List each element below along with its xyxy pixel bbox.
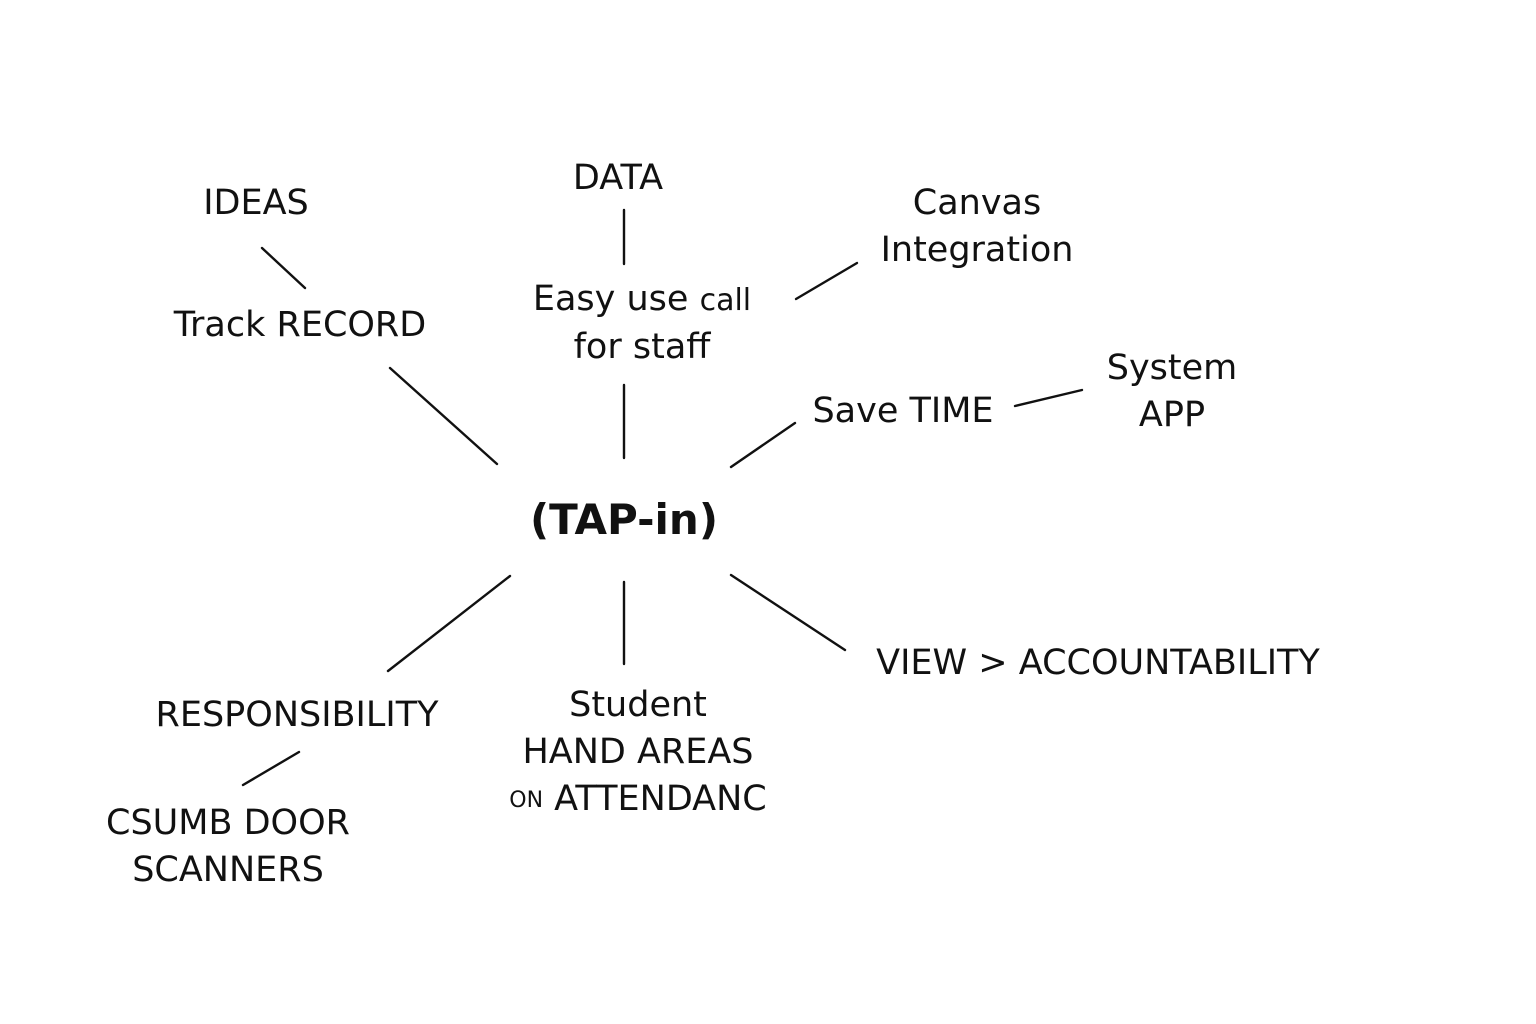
connector-save-time-center xyxy=(729,421,797,469)
hand-areas-text: HAND AREAS xyxy=(522,732,754,772)
node-save-time: Save TIME xyxy=(812,391,994,431)
node-canvas-integration: Canvas Integration xyxy=(862,180,1092,274)
easy-use-text: Easy use xyxy=(532,279,689,319)
node-system-app: System APP xyxy=(1092,345,1252,439)
connector-ideas-track-record xyxy=(260,246,307,290)
system-text: System xyxy=(1106,348,1238,388)
app-text: APP xyxy=(1138,395,1206,435)
canvas-text: Canvas xyxy=(912,183,1042,223)
node-track-record: Track RECORD xyxy=(173,305,427,345)
node-ideas: IDEAS xyxy=(203,183,309,223)
center-node-tap-in: (TAP-in) xyxy=(529,495,719,544)
connector-canvas-easy-use xyxy=(794,261,859,301)
connector-center-responsibility xyxy=(386,574,512,673)
node-easy-use-call: Easy use call for staff xyxy=(502,276,782,371)
for-staff-text: for staff xyxy=(573,327,711,367)
node-responsibility: RESPONSIBILITY xyxy=(155,695,439,735)
connector-responsibility-csumb xyxy=(241,750,301,787)
integration-text: Integration xyxy=(880,230,1074,270)
node-view-accountability: VIEW > ACCOUNTABILITY xyxy=(876,643,1320,683)
connector-track-record-center xyxy=(388,366,499,466)
node-csumb-door-scanners: CSUMB DOOR SCANNERS xyxy=(82,800,374,894)
scanners-text: SCANNERS xyxy=(132,850,324,890)
connector-center-view-accountability xyxy=(729,573,847,652)
call-text: call xyxy=(699,283,752,318)
on-text: ON xyxy=(509,788,544,813)
connector-save-time-system-app xyxy=(1013,388,1084,408)
csumb-door-text: CSUMB DOOR xyxy=(106,803,350,843)
student-text: Student xyxy=(569,685,707,725)
node-data: DATA xyxy=(572,158,664,198)
attendanc-text: ATTENDANC xyxy=(554,779,767,819)
node-student-hand-areas: Student HAND AREAS ON ATTENDANC xyxy=(490,682,786,824)
